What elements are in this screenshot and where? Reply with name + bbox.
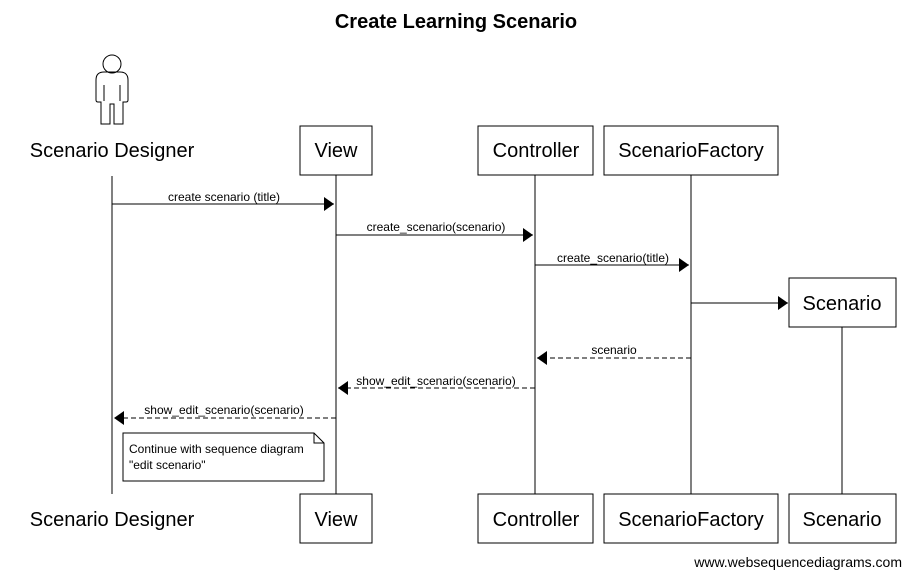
message-3: create_scenario(title) <box>535 251 689 272</box>
participant-view-bottom: View <box>299 493 373 544</box>
participant-view-top: View <box>299 125 373 176</box>
participant-label: View <box>315 140 359 162</box>
participant-scenario-bottom: Scenario <box>788 493 897 544</box>
participant-designer-top: Scenario Designer <box>30 140 195 162</box>
diagram-title: Create Learning Scenario <box>335 11 577 33</box>
participant-scenario-created: Scenario <box>788 277 897 328</box>
participant-label: ScenarioFactory <box>618 509 764 531</box>
participant-controller-top: Controller <box>477 125 594 176</box>
participant-label: Scenario <box>803 293 882 315</box>
footer-link[interactable]: www.websequencediagrams.com <box>693 554 902 570</box>
participant-factory-top: ScenarioFactory <box>603 125 779 176</box>
participant-label: Controller <box>493 140 580 162</box>
message-7: show_edit_scenario(scenario) <box>114 403 336 425</box>
actor-icon <box>95 54 129 125</box>
message-label: create scenario (title) <box>168 190 280 204</box>
message-label: show_edit_scenario(scenario) <box>144 403 303 417</box>
message-5: scenario <box>537 343 691 365</box>
message-label: create_scenario(title) <box>557 251 669 265</box>
message-6: show_edit_scenario(scenario) <box>338 374 535 395</box>
message-label: scenario <box>591 343 637 357</box>
note: Continue with sequence diagram "edit sce… <box>122 432 325 482</box>
note-line-1: Continue with sequence diagram <box>129 442 304 456</box>
participant-label: View <box>315 509 359 531</box>
participant-label: Controller <box>493 509 580 531</box>
message-2: create_scenario(scenario) <box>336 220 533 242</box>
message-1: create scenario (title) <box>112 190 334 211</box>
lifelines <box>111 175 843 494</box>
participant-controller-bottom: Controller <box>477 493 594 544</box>
note-line-2: "edit scenario" <box>129 458 206 472</box>
participant-factory-bottom: ScenarioFactory <box>603 493 779 544</box>
message-label: create_scenario(scenario) <box>367 220 506 234</box>
message-label: show_edit_scenario(scenario) <box>356 374 515 388</box>
participant-label: ScenarioFactory <box>618 140 764 162</box>
participant-label: Scenario <box>803 509 882 531</box>
participant-designer-bottom: Scenario Designer <box>30 509 195 531</box>
